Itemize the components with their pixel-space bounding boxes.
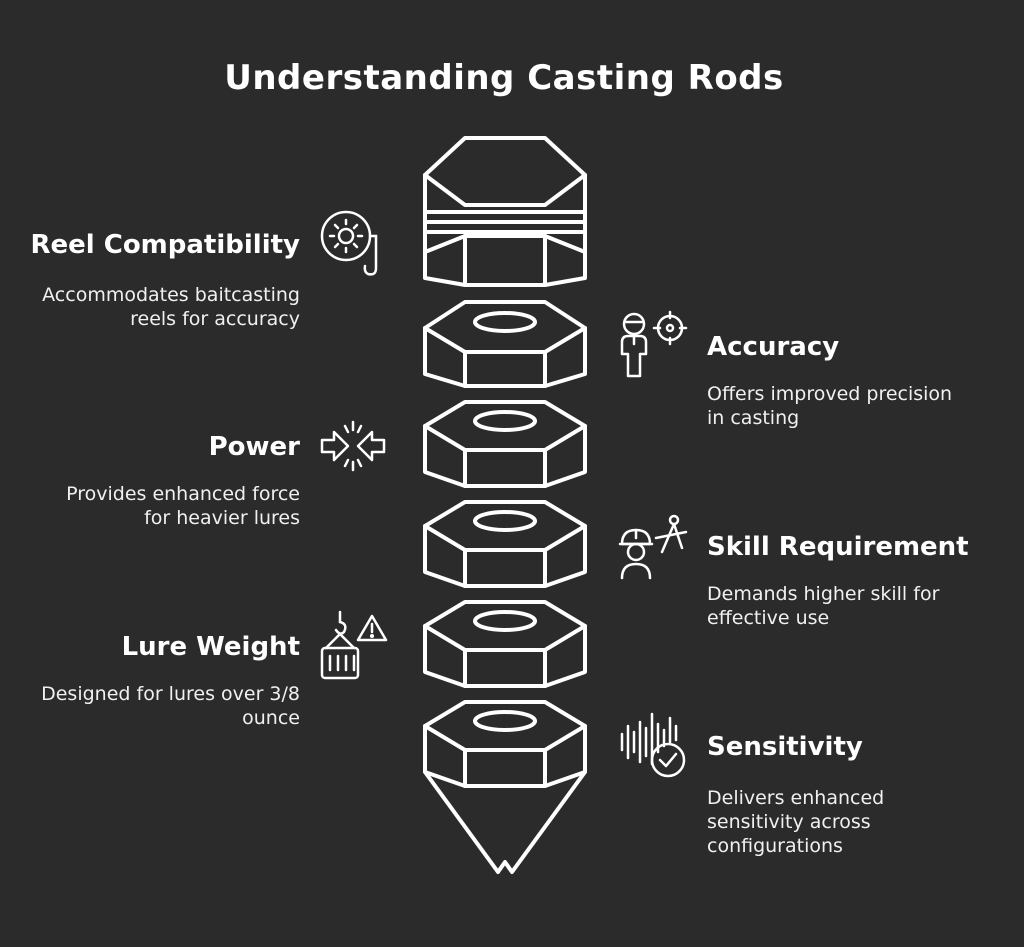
crane-weight-warning-icon: [316, 608, 392, 684]
nut-1: [423, 300, 587, 388]
desc-accuracy: Offers improved precision in casting: [707, 383, 953, 429]
person-target-icon: [614, 308, 692, 382]
label-reel-compatibility: Reel Compatibility: [30, 230, 300, 260]
compress-arrows-icon: [318, 418, 388, 474]
label-sensitivity: Sensitivity: [707, 732, 863, 762]
nut-5-tip: [423, 700, 587, 874]
top-cap: [423, 136, 587, 287]
soundwave-check-icon: [618, 708, 692, 782]
label-lure-weight: Lure Weight: [121, 632, 300, 662]
desc-reel-compatibility: Accommodates baitcasting reels for accur…: [42, 284, 300, 330]
desc-lure-weight: Designed for lures over 3/8 ounce: [41, 683, 300, 729]
nut-4: [423, 600, 587, 688]
label-skill-requirement: Skill Requirement: [707, 532, 969, 562]
label-power: Power: [208, 432, 300, 462]
desc-skill-requirement: Demands higher skill for effective use: [707, 583, 940, 629]
page-title: Understanding Casting Rods: [224, 58, 784, 98]
nut-3: [423, 500, 587, 588]
nut-2: [423, 400, 587, 488]
label-accuracy: Accuracy: [707, 332, 840, 362]
worker-compass-icon: [616, 508, 692, 584]
reel-hook-icon: [318, 208, 390, 280]
desc-power: Provides enhanced force for heavier lure…: [66, 483, 300, 529]
desc-sensitivity: Delivers enhanced sensitivity across con…: [707, 787, 885, 857]
